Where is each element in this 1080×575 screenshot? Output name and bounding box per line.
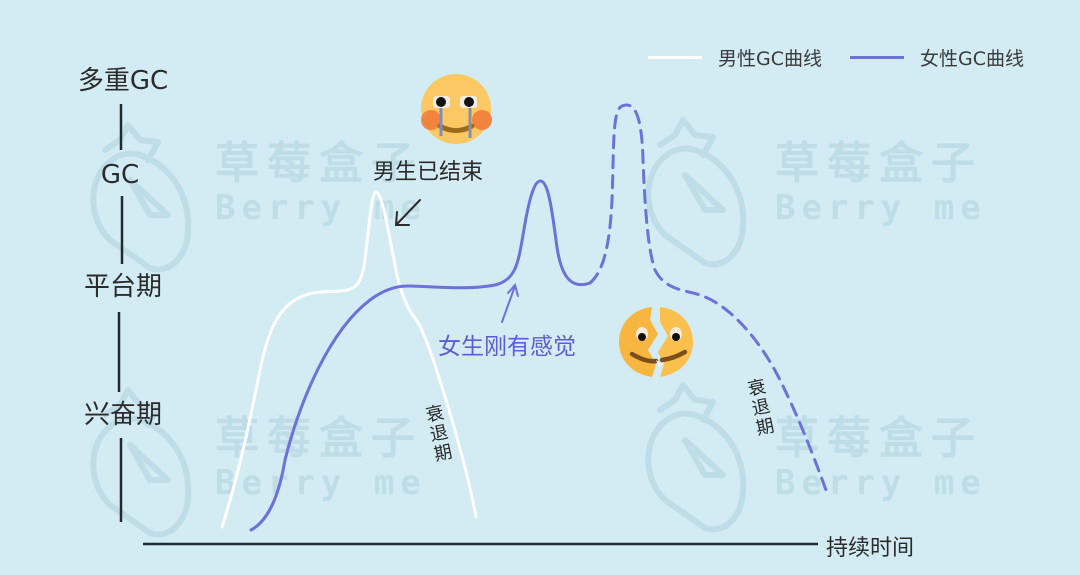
legend-swatch-female	[850, 56, 904, 59]
annotation-male-finished: 男生已结束	[373, 160, 484, 185]
y-level-gc: GC	[100, 160, 140, 190]
y-level-plateau: 平台期	[83, 272, 163, 302]
crying-face-icon	[421, 74, 492, 144]
strawberry-icon	[645, 117, 747, 268]
strawberry-icon	[90, 122, 192, 273]
legend-item-male: 男性GC曲线	[648, 44, 822, 71]
y-level-excitement: 兴奋期	[83, 400, 163, 430]
legend-swatch-male	[648, 56, 702, 59]
y-level-multiple-gc: 多重GC	[77, 66, 169, 96]
strawberry-icon	[645, 382, 747, 533]
arrow-down-left-icon	[394, 199, 421, 226]
female-multiple-gc-curve	[588, 103, 828, 492]
legend-label-male: 男性GC曲线	[718, 48, 822, 70]
x-axis-label: 持续时间	[826, 536, 915, 561]
annotation-female-starting: 女生刚有感觉	[438, 334, 576, 360]
legend-item-female: 女性GC曲线	[850, 44, 1024, 71]
legend-label-female: 女性GC曲线	[920, 48, 1024, 70]
y-axis	[117, 104, 124, 522]
female-gc-curve	[249, 179, 592, 532]
male-gc-curve	[220, 190, 478, 529]
broken-face-icon	[619, 307, 693, 377]
strawberry-icon	[90, 387, 192, 538]
arrow-up-icon	[501, 282, 519, 323]
legend: 男性GC曲线 女性GC曲线	[648, 44, 1052, 71]
